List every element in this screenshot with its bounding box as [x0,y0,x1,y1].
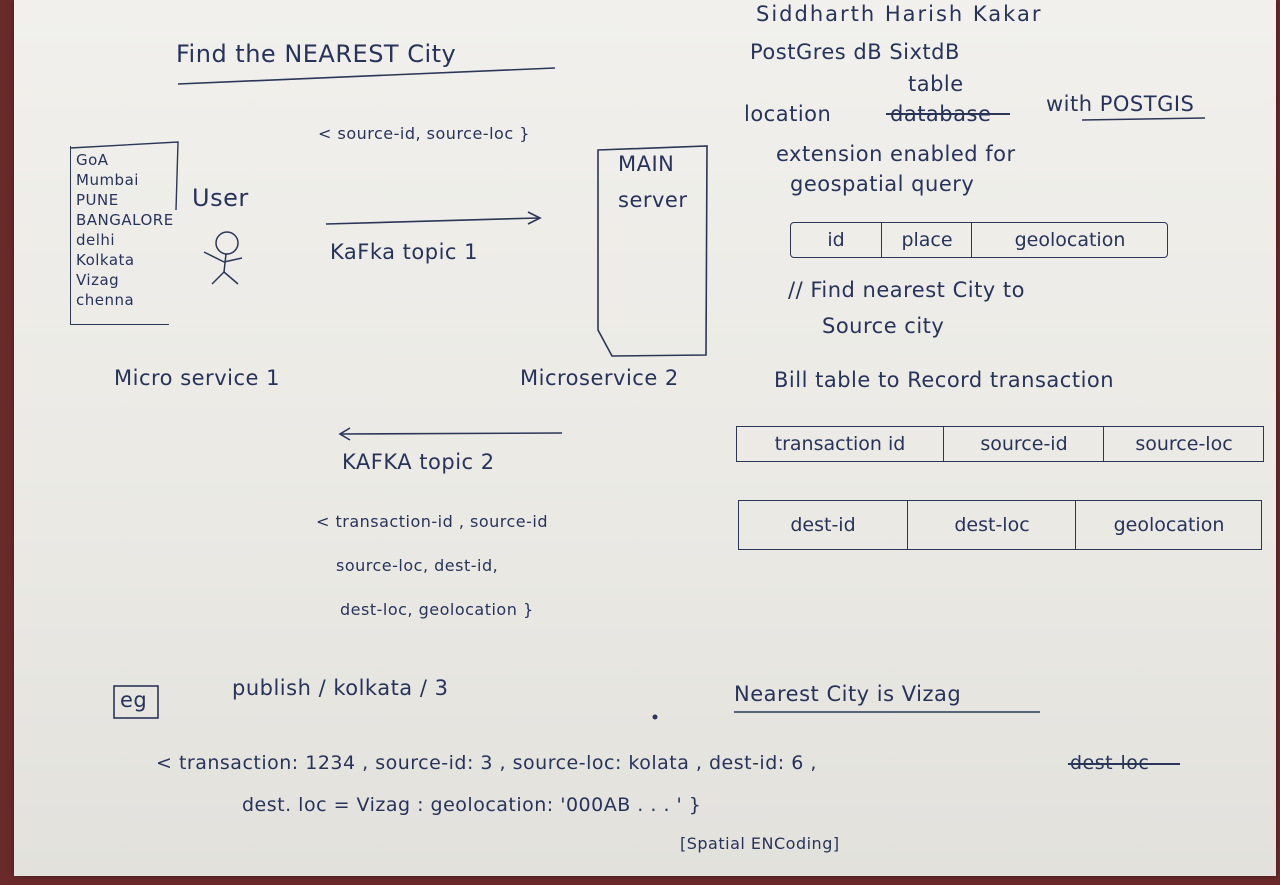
db-line1b: with POSTGIS [1046,92,1195,116]
find-note-line2: Source city [822,314,945,338]
example-line2: dest. loc = Vizag : geolocation: '000AB … [242,794,702,816]
location-col-geolocation: geolocation [971,223,1168,257]
eg-box [113,685,159,719]
ms1-bracket [69,141,179,211]
spatial-encoding-note: [Spatial ENCoding] [680,834,840,853]
publish-path: publish / kolkata / 3 [232,676,449,700]
kafka-topic-2-label: KAFKA topic 2 [342,450,495,474]
db-header: PostGres dB SixtdB [750,40,960,64]
user-label: User [192,184,249,212]
find-note-line1: // Find nearest City to [788,278,1025,302]
kafka1-arrow-line [325,217,539,225]
bill-col-dest-id: dest-id [790,514,856,536]
city-item: BANGALORE [76,211,174,229]
page-title: Find the NEAREST City [176,40,457,68]
city-item: delhi [76,231,116,249]
location-col-id: id [827,229,845,251]
db-line1a: location [744,102,832,126]
author-name: Siddharth Harish Kakar [756,2,1043,26]
db-line2: extension enabled for [776,142,1016,166]
city-item: GoA [76,151,109,169]
location-table: id place geolocation [790,222,1168,258]
source-message: < source-id, source-loc } [318,124,530,143]
nearest-result: Nearest City is Vizag [734,682,962,706]
bill-table-row2: dest-id dest-loc geolocation [738,500,1262,550]
kafka2-arrow-head [338,427,351,441]
bill-note: Bill table to Record transaction [774,368,1115,392]
city-item: chenna [76,291,135,309]
example-struck-dest-loc: dest-loc [1070,752,1150,774]
db-struck-word: database [890,102,992,126]
main-server-box [597,145,708,357]
city-list-border [70,146,169,325]
city-item: Mumbai [76,171,139,189]
location-col-place: place [881,223,972,257]
city-list: GoA Mumbai PUNE BANGALORE delhi Kolkata … [76,150,174,310]
main-server-label-2: server [618,188,688,212]
bill-col-dest-loc: dest-loc [907,501,1076,549]
city-item: Vizag [76,271,120,289]
title-underline [177,67,556,85]
main-server-label-1: MAIN [618,152,675,176]
bill-col-source-loc: source-loc [1103,427,1264,461]
city-item: PUNE [76,191,119,209]
bill-col-source-id: source-id [943,427,1104,461]
user-head [215,231,239,255]
microservice1-label: Micro service 1 [114,366,280,390]
reply-message-line2: source-loc, dest-id, [336,556,499,575]
db-line3: geospatial query [790,172,975,196]
reply-message-line1: < transaction-id , source-id [316,512,549,531]
db-table-word: table [908,72,964,96]
bill-col-geolocation: geolocation [1075,501,1262,549]
kafka-topic-1-label: KaFka topic 1 [330,240,479,264]
paper-sheet [14,0,1276,876]
microservice2-label: Microservice 2 [520,366,679,390]
example-line1: < transaction: 1234 , source-id: 3 , sou… [156,752,817,774]
city-item: Kolkata [76,251,135,269]
reply-message-line3: dest-loc, geolocation } [340,600,534,619]
bill-table-row1: transaction id source-id source-loc [736,426,1264,462]
kafka1-arrow-head [527,211,542,225]
kafka2-arrow-line [339,432,563,435]
eg-label: eg [120,688,148,712]
bill-col-transaction-id: transaction id [774,433,906,455]
